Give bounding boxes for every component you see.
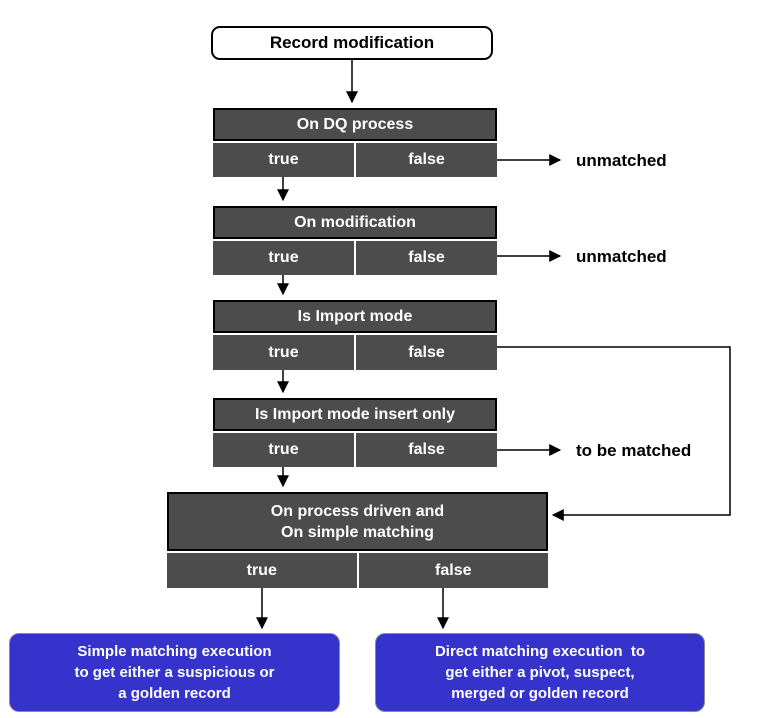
branch-label-unmatched-dq: unmatched — [576, 151, 667, 170]
branch-label-unmatched-modification: unmatched — [576, 247, 667, 266]
result-line: Simple matching execution — [77, 643, 272, 660]
result-node-simple-matching: Simple matching execution to get either … — [9, 633, 340, 712]
branch-label-to-be-matched: to be matched — [576, 441, 692, 460]
decision-header-is-import-mode: Is Import mode — [213, 300, 497, 333]
decision-header-on-dq-process: On DQ process — [213, 108, 497, 141]
result-line: a golden record — [118, 685, 231, 702]
record-modification-node: Record modification — [211, 26, 493, 60]
true-cell-on-modification: true — [213, 241, 354, 275]
decision-header-on-process-driven: On process driven and On simple matching — [167, 492, 548, 551]
result-line: get either a pivot, suspect, — [445, 664, 635, 681]
decision-label: Is Import mode — [297, 308, 413, 325]
false-cell-on-modification: false — [356, 241, 497, 275]
decision-label: Is Import mode insert only — [254, 406, 456, 423]
arrow-import-false-to-process-driven — [497, 346, 731, 521]
decision-row-on-process-driven: true false — [167, 553, 548, 588]
result-node-direct-matching: Direct matching execution to get either … — [375, 633, 705, 712]
false-cell-on-dq-process: false — [356, 143, 497, 177]
decision-header-on-modification: On modification — [213, 206, 497, 239]
decision-row-is-import-mode: true false — [213, 335, 497, 370]
result-line: merged or golden record — [451, 685, 629, 702]
false-cell-on-process-driven: false — [358, 553, 548, 588]
result-line: to get either a suspicious or — [74, 664, 275, 681]
decision-label: On modification — [294, 214, 416, 231]
true-cell-on-dq-process: true — [213, 143, 354, 177]
decision-row-on-modification: true false — [213, 241, 497, 275]
false-cell-is-import-mode: false — [356, 335, 497, 370]
decision-label-line2: On simple matching — [281, 523, 434, 541]
true-cell-is-import-mode-insert-only: true — [213, 433, 354, 467]
record-modification-label: Record modification — [269, 33, 435, 52]
decision-label: On DQ process — [296, 116, 414, 133]
false-cell-is-import-mode-insert-only: false — [356, 433, 497, 467]
decision-row-is-import-mode-insert-only: true false — [213, 433, 497, 467]
decision-header-is-import-mode-insert-only: Is Import mode insert only — [213, 398, 497, 431]
true-cell-on-process-driven: true — [167, 553, 357, 588]
decision-label-line1: On process driven and — [270, 502, 445, 520]
result-line: Direct matching execution to — [434, 643, 646, 660]
decision-row-on-dq-process: true false — [213, 143, 497, 177]
true-cell-is-import-mode: true — [213, 335, 354, 370]
